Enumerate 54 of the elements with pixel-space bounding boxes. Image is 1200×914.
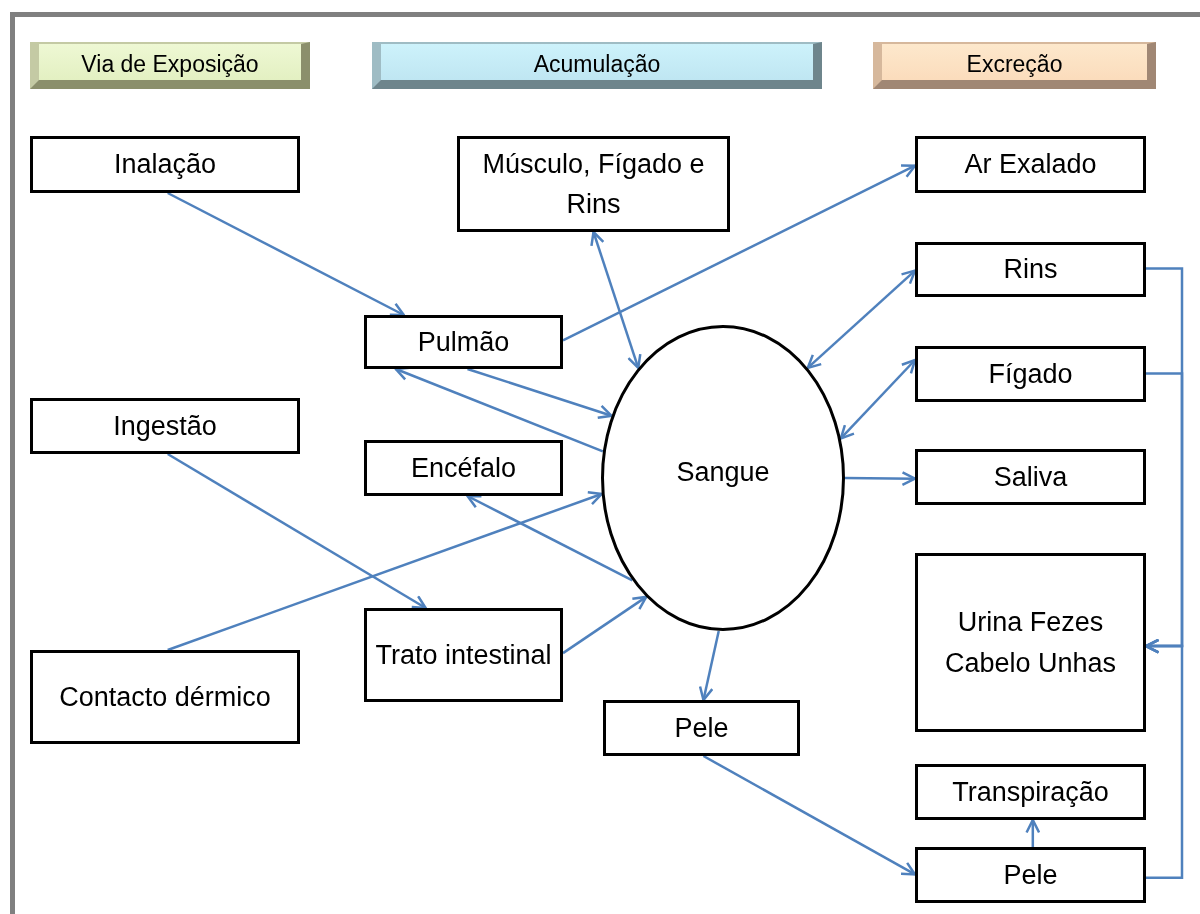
arrow: [466, 494, 633, 582]
node-label: Músculo, Fígado e Rins: [481, 147, 706, 221]
ellipse-node: [601, 325, 845, 631]
node-label: Pele: [674, 711, 729, 745]
process-box: [915, 847, 1146, 903]
process-box: [915, 553, 1146, 732]
node-label: Sangue: [676, 457, 770, 488]
node-label: Fígado: [988, 357, 1073, 391]
process-box: [915, 242, 1146, 297]
node-label: Via de Exposição: [81, 50, 259, 78]
process-box: [30, 136, 300, 193]
process-box: [30, 650, 300, 744]
node-label: Excreção: [966, 50, 1063, 78]
node-label: Urina Fezes Cabelo Unhas: [943, 606, 1118, 680]
node-label: Ar Exalado: [964, 148, 1097, 182]
arrow: [698, 630, 720, 702]
process-box: [364, 608, 563, 702]
arrow: [167, 491, 603, 652]
node-label: Contacto dérmico: [59, 680, 271, 714]
process-box: [364, 440, 563, 496]
node-label: Acumulação: [533, 50, 661, 78]
column-header: [873, 42, 1156, 89]
arrow: [1025, 818, 1041, 847]
arrow: [562, 164, 917, 342]
arrow: [562, 595, 648, 655]
process-box: [457, 136, 730, 232]
node-label: Inalação: [113, 148, 217, 182]
node-label: Rins: [1003, 253, 1058, 287]
node-label: Saliva: [993, 460, 1068, 494]
arrow: [394, 366, 604, 453]
column-header: [372, 42, 822, 89]
arrow: [167, 191, 406, 317]
process-box: [30, 398, 300, 454]
arrow: [806, 269, 917, 370]
node-label: Ingestão: [113, 409, 217, 443]
node-label: Trato intestinal: [375, 638, 552, 672]
node-label: Encéfalo: [410, 451, 517, 485]
node-label: Transpiração: [952, 775, 1109, 809]
process-box: [915, 449, 1146, 505]
process-box: [915, 136, 1146, 193]
node-label: Pulmão: [417, 325, 510, 359]
arrow: [167, 452, 427, 610]
arrow: [467, 367, 613, 420]
node-label: Pele: [1003, 858, 1058, 892]
process-box: [915, 764, 1146, 820]
arrow: [839, 358, 917, 440]
process-box: [603, 700, 800, 756]
arrow: [845, 471, 917, 487]
arrow: [590, 230, 642, 370]
column-header: [30, 42, 310, 89]
arrow: [702, 754, 917, 876]
process-box: [915, 346, 1146, 402]
process-box: [364, 315, 563, 369]
arrow: [1144, 638, 1184, 880]
